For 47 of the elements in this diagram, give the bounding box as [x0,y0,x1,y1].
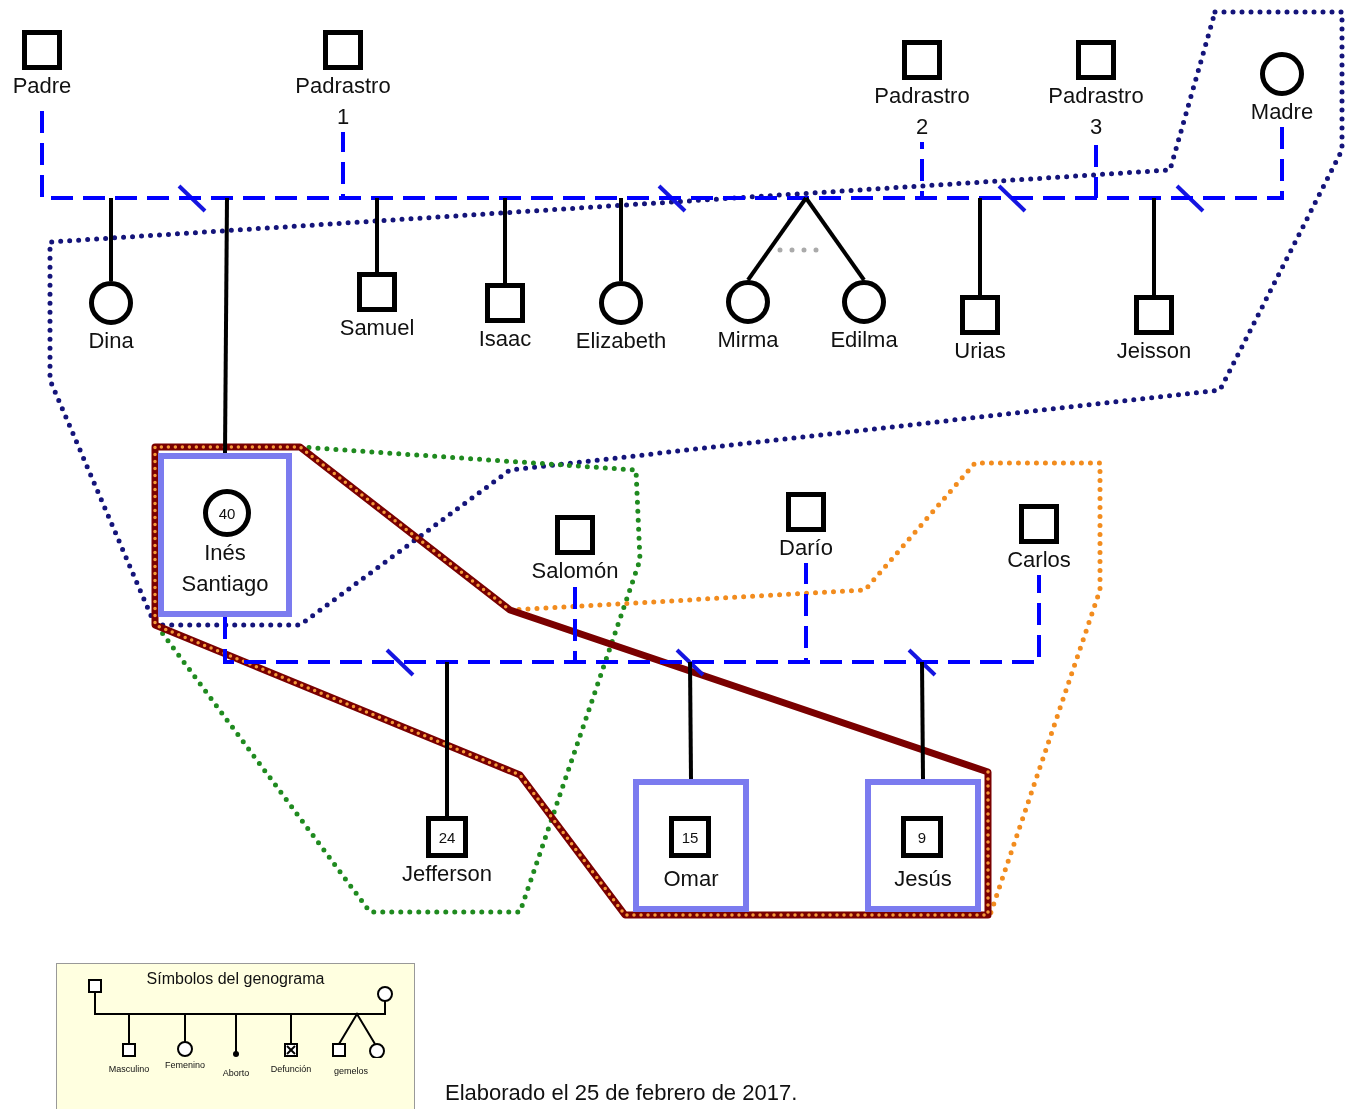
person-name: Samuel [339,314,415,342]
person-name: Omar [662,865,720,893]
descent-line [109,198,113,281]
person-name: Padrastro 2 [873,82,971,141]
descent-line [746,196,808,282]
descent-line [375,198,379,272]
person-name: Jesús [893,865,953,893]
descent-line [978,198,982,295]
legend-label: Aborto [222,1068,250,1078]
person-name: Padre [12,72,72,100]
legend-label: Defunción [270,1064,312,1074]
person-name: Salomón [531,557,619,585]
person-name: Darío [779,534,833,562]
male-symbol: 15 [669,816,711,858]
descent-line [223,198,229,453]
person-name: Mirma [717,326,779,354]
male-symbol: 24 [426,816,468,858]
person-name: Jeisson [1116,337,1192,365]
descent-line [688,661,693,779]
highlight-frame [633,779,749,912]
male-symbol: 9 [901,816,943,858]
descent-line [503,198,507,283]
legend-label: Masculino [108,1064,150,1074]
marriage-line [223,575,1041,664]
person-name: Padrastro 1 [294,72,392,131]
highlight-frame [865,779,981,912]
person-name: Edilma [830,326,898,354]
caption: Elaborado el 25 de febrero de 2017. [445,1080,798,1106]
legend-label: gemelos [334,1066,368,1076]
descent-line [619,198,623,281]
person-name: Isaac [478,325,532,353]
highlight-frame [158,453,292,617]
legend-title: Símbolos del genograma [145,970,326,988]
female-symbol: 40 [203,489,251,537]
descent-line [804,196,866,282]
person-name: Dina [88,327,134,355]
person-name: Inés Santiago [180,539,270,598]
person-name: Padrastro 3 [1047,82,1145,141]
person-name: Madre [1250,98,1314,126]
person-name: Elizabeth [575,327,667,355]
descent-line [445,662,449,816]
legend-label: Femenino [165,1060,205,1070]
descent-line [1152,198,1156,295]
person-name: Urias [954,337,1006,365]
person-name: Carlos [1007,546,1071,574]
person-name: Jefferson [401,860,493,888]
descent-line [920,661,925,779]
